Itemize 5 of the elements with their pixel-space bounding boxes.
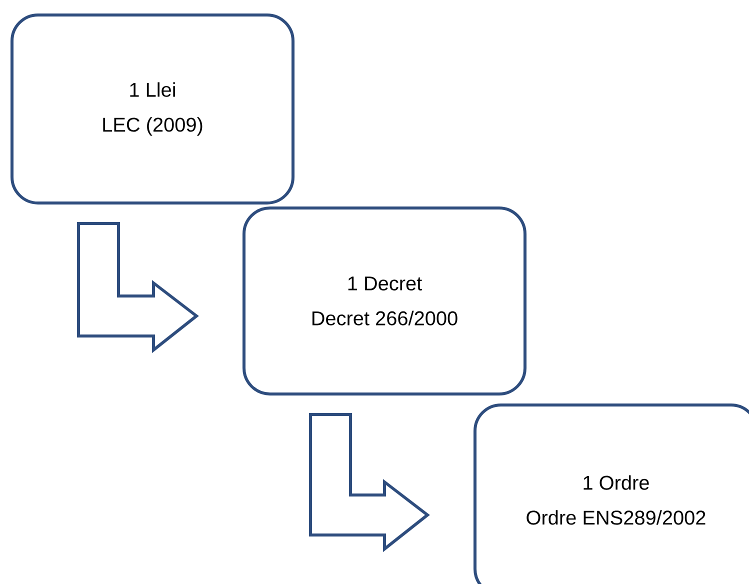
process-box: 1 Llei LEC (2009) [10, 14, 294, 204]
bent-arrow [77, 222, 199, 354]
process-box: 1 Ordre Ordre ENS289/2002 [474, 403, 749, 584]
bent-arrow [309, 413, 430, 552]
process-box: 1 Decret Decret 266/2000 [242, 206, 526, 396]
